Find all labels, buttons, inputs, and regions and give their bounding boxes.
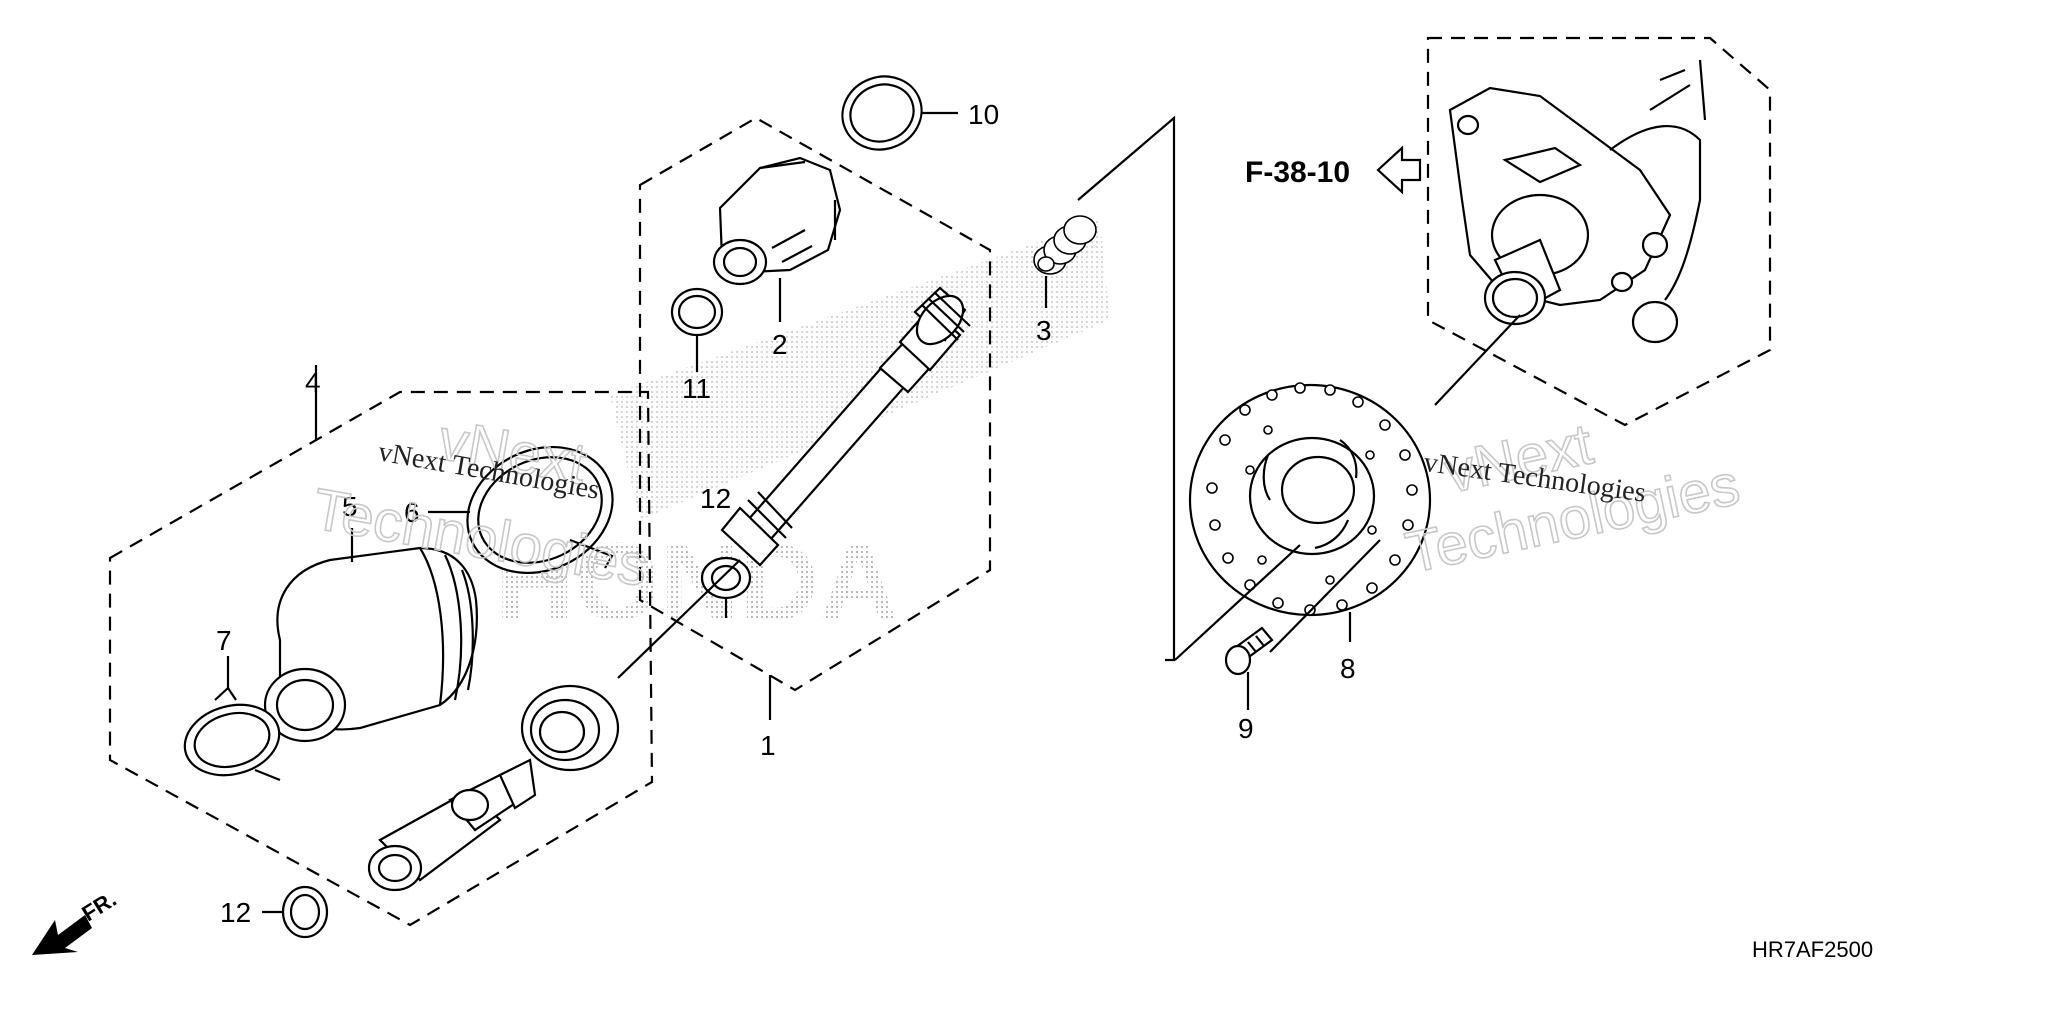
diagram-code: HR7AF2500 — [1752, 937, 1873, 962]
leader-lines — [226, 111, 1521, 914]
front-arrow-icon — [32, 915, 92, 955]
callout-labels: 10 2 11 3 4 5 6 7 12 1 8 9 12 — [216, 99, 1356, 928]
callout-10: 10 — [968, 99, 999, 130]
part-universal-joint — [367, 758, 537, 892]
callout-7: 7 — [216, 625, 232, 656]
part-6-band — [466, 445, 614, 575]
callout-12-lower: 12 — [220, 897, 251, 928]
callout-11: 11 — [682, 373, 711, 404]
part-7-clamp-small — [183, 686, 281, 782]
part-oil-seal — [520, 684, 620, 772]
part-hub-knuckle — [1448, 59, 1707, 344]
callout-4: 4 — [305, 367, 321, 398]
part-11-o-ring — [670, 287, 724, 337]
reference-arrow-icon — [1376, 145, 1422, 195]
part-5-boot-large — [263, 546, 478, 743]
part-9-bolt — [1224, 626, 1274, 676]
reference-f-38-10: F-38-10 — [1245, 145, 1422, 195]
callout-6: 6 — [404, 497, 420, 528]
part-10-o-ring — [841, 75, 923, 151]
part-12-washer-upper — [700, 556, 752, 600]
boundary-hub — [1426, 36, 1772, 427]
separator-line — [1077, 115, 1176, 662]
reference-label: F-38-10 — [1245, 156, 1350, 189]
part-2-boot — [712, 156, 842, 286]
part-12-washer-lower — [281, 885, 329, 939]
callout-9: 9 — [1238, 713, 1254, 744]
boundary-shaft-assembly — [638, 116, 992, 692]
part-1-shaft — [720, 286, 971, 567]
shading-band — [610, 220, 1110, 520]
callout-12-upper: 12 — [700, 483, 731, 514]
front-direction: FR. — [32, 886, 121, 955]
callout-3: 3 — [1036, 315, 1052, 346]
callout-1: 1 — [760, 730, 776, 761]
part-8-brake-disc — [1188, 382, 1432, 617]
boundary-joint-assembly — [108, 390, 654, 927]
callout-2: 2 — [772, 329, 788, 360]
callout-5: 5 — [342, 491, 358, 522]
callout-8: 8 — [1340, 653, 1356, 684]
part-3-spring — [1033, 215, 1097, 275]
